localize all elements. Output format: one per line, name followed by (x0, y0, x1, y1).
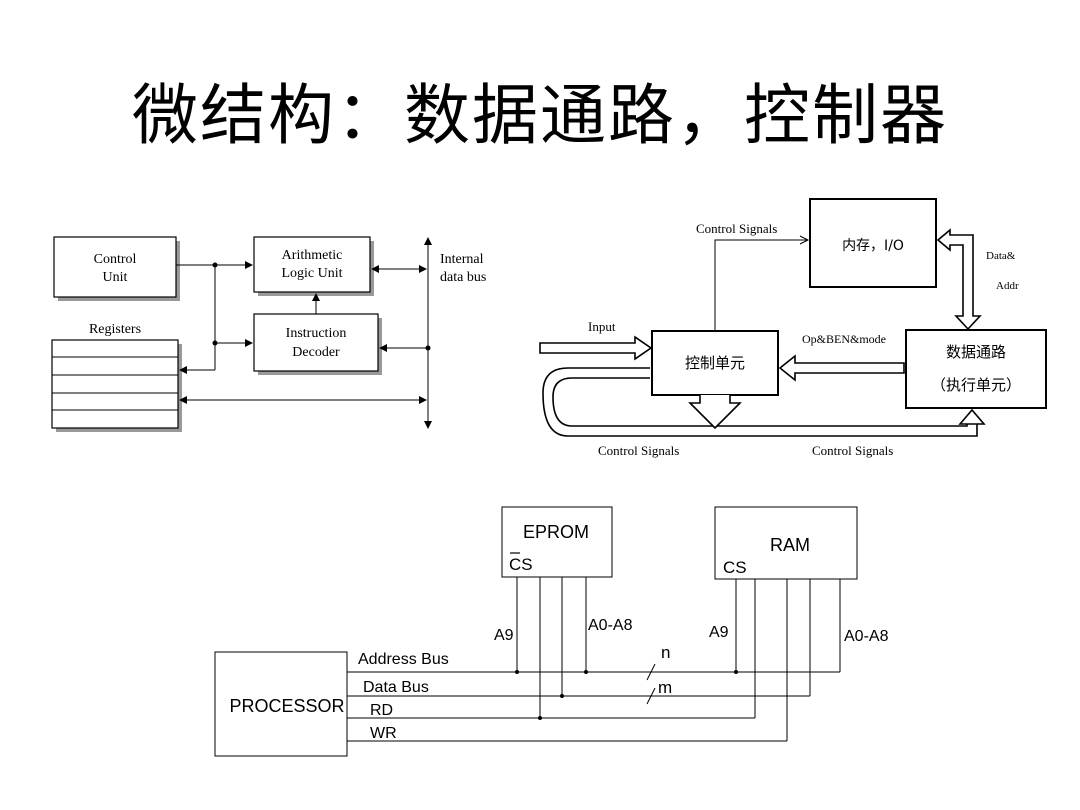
a9-right-label: A9 (709, 624, 729, 641)
control-signals-right-label: Control Signals (812, 443, 893, 458)
decoder-label-1: Instruction (286, 326, 347, 341)
memory-io-label: 内存，I/O (842, 238, 904, 254)
page-title: 微结构：数据通路，控制器 (132, 77, 948, 154)
control-unit-label-2: Unit (103, 270, 128, 285)
m-label: m (658, 678, 672, 697)
op-ben-mode-hollow-arrow (778, 354, 905, 382)
ram-label: RAM (770, 535, 810, 555)
bus-label-1: Internal (440, 252, 484, 267)
controller-box: 控制单元 (651, 330, 779, 396)
datapath-label-1: 数据通路 (946, 343, 1006, 361)
registers-label: Registers (89, 322, 141, 337)
processor-box: PROCESSOR (214, 651, 348, 757)
address-bus-label: Address Bus (358, 651, 449, 668)
eprom-box: EPROM CS (501, 506, 613, 578)
a0a8-left-label: A0-A8 (588, 617, 633, 634)
control-signals-loop (542, 367, 978, 437)
address-bus-slash (646, 663, 656, 681)
control-signals-top-label: Control Signals (696, 221, 777, 236)
control-unit-box: Control Unit (53, 236, 177, 298)
a9-left-label: A9 (494, 627, 514, 644)
data-bus-slash (646, 687, 656, 705)
data-addr-hollow-arrow (936, 228, 982, 331)
data-addr-label-1: Data& (986, 250, 1016, 262)
controller-out-arrow (688, 395, 742, 430)
control-unit-label-1: Control (94, 252, 137, 267)
memory-bus-diagram: EPROM CS RAM CS PROCESSOR Address Bus Da… (214, 506, 889, 757)
ram-box: RAM CS (714, 506, 858, 580)
loop-arrowhead-datapath (958, 408, 986, 425)
input-label: Input (588, 319, 616, 334)
a0a8-right-label: A0-A8 (844, 628, 889, 645)
alu-label-1: Arithmetic (282, 248, 343, 263)
n-label: n (661, 643, 670, 662)
datapath-box: 数据通路 （执行单元） (905, 329, 1047, 409)
wr-label: WR (370, 725, 397, 742)
ram-cs-label: CS (723, 558, 747, 577)
control-datapath-diagram: 内存，I/O 控制单元 数据通路 （执行单元） Control Signals … (539, 198, 1047, 458)
control-signals-top-line (714, 239, 808, 331)
processor-label: PROCESSOR (229, 696, 344, 716)
eprom-label: EPROM (523, 522, 589, 542)
control-signals-left-label: Control Signals (598, 443, 679, 458)
memory-io-box: 内存，I/O (809, 198, 937, 288)
bus-label-2: data bus (440, 270, 486, 285)
registers-stack (51, 339, 179, 429)
instruction-decoder-box: Instruction Decoder (253, 313, 379, 372)
alu-label-2: Logic Unit (281, 266, 342, 281)
input-hollow-arrow (539, 335, 653, 361)
op-ben-mode-label: Op&BEN&mode (802, 332, 886, 346)
datapath-label-2: （执行单元） (931, 376, 1021, 394)
eprom-cs-label: CS (509, 555, 533, 574)
data-bus-label: Data Bus (363, 679, 429, 696)
alu-box: Arithmetic Logic Unit (253, 236, 371, 293)
rd-label: RD (370, 702, 393, 719)
controller-label: 控制单元 (685, 354, 745, 372)
decoder-label-2: Decoder (292, 345, 340, 360)
cpu-block-diagram: Control Unit Arithmetic Logic Unit Instr… (51, 236, 486, 432)
data-addr-label-2: Addr (996, 280, 1019, 292)
